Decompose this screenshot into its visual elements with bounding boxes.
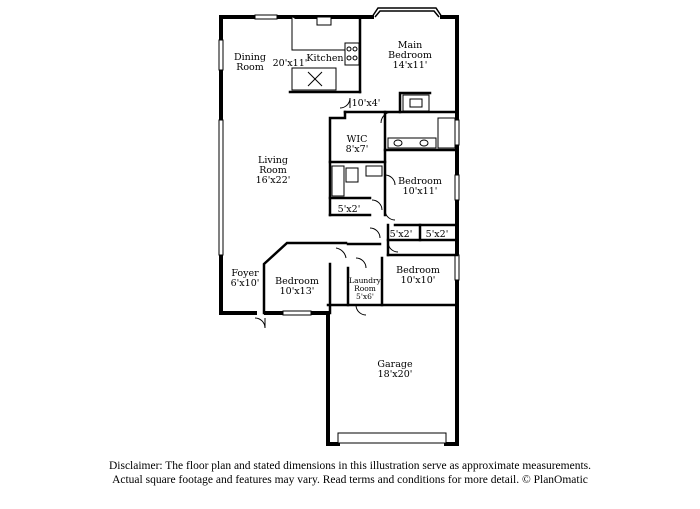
garage-dim: 18'x20' bbox=[378, 369, 413, 380]
bedroom-2-dim: 10'x11' bbox=[403, 186, 438, 197]
disclaimer-line-2: Actual square footage and features may v… bbox=[112, 474, 588, 486]
dining-label: Dining bbox=[234, 52, 266, 63]
main-bedroom-dim: 14'x11' bbox=[393, 60, 428, 71]
garage-label: Garage bbox=[377, 359, 413, 370]
wic-label: WIC bbox=[347, 134, 368, 145]
windows bbox=[218, 14, 460, 444]
bedroom-4-dim: 10'x10' bbox=[401, 275, 436, 286]
wic-dim: 8'x7' bbox=[346, 144, 369, 155]
bedroom-3-label: Bedroom bbox=[275, 276, 319, 287]
dining-label-2: Room bbox=[236, 62, 264, 73]
foyer-label: Foyer bbox=[231, 268, 259, 279]
kitchen-label: Kitchen bbox=[306, 53, 343, 64]
bedroom-3-dim: 10'x13' bbox=[280, 286, 315, 297]
bay-window bbox=[371, 7, 443, 18]
closet-b-dim: 5'x2' bbox=[390, 229, 413, 240]
bedroom-2-label: Bedroom bbox=[398, 176, 442, 187]
exterior-walls bbox=[219, 15, 459, 446]
laundry-label: Laundry bbox=[349, 276, 381, 285]
living-label: Living bbox=[258, 155, 288, 166]
closet-a-dim: 5'x2' bbox=[338, 204, 361, 215]
laundry-dim: 5'x6' bbox=[356, 292, 374, 301]
bath-fixtures bbox=[331, 94, 456, 197]
main-bedroom-label: Main bbox=[398, 40, 423, 51]
foyer-dim: 6'x10' bbox=[231, 278, 260, 289]
hall-dim: 10'x4' bbox=[352, 98, 381, 109]
bedroom-4-label: Bedroom bbox=[396, 265, 440, 276]
interior-walls bbox=[262, 15, 459, 315]
closet-c-dim: 5'x2' bbox=[426, 229, 449, 240]
kitchen-dim: 20'x11' bbox=[273, 58, 308, 69]
doors bbox=[254, 97, 399, 329]
laundry-label-2: Room bbox=[354, 284, 376, 293]
kitchen-fixtures bbox=[291, 16, 360, 91]
room-labels: Dining Room 20'x11' Kitchen Main Bedroom… bbox=[231, 40, 449, 380]
living-label-2: Room bbox=[259, 165, 287, 176]
disclaimer-line-1: Disclaimer: The floor plan and stated di… bbox=[108, 460, 592, 472]
main-bedroom-label-2: Bedroom bbox=[388, 50, 432, 61]
living-dim: 16'x22' bbox=[256, 175, 291, 186]
